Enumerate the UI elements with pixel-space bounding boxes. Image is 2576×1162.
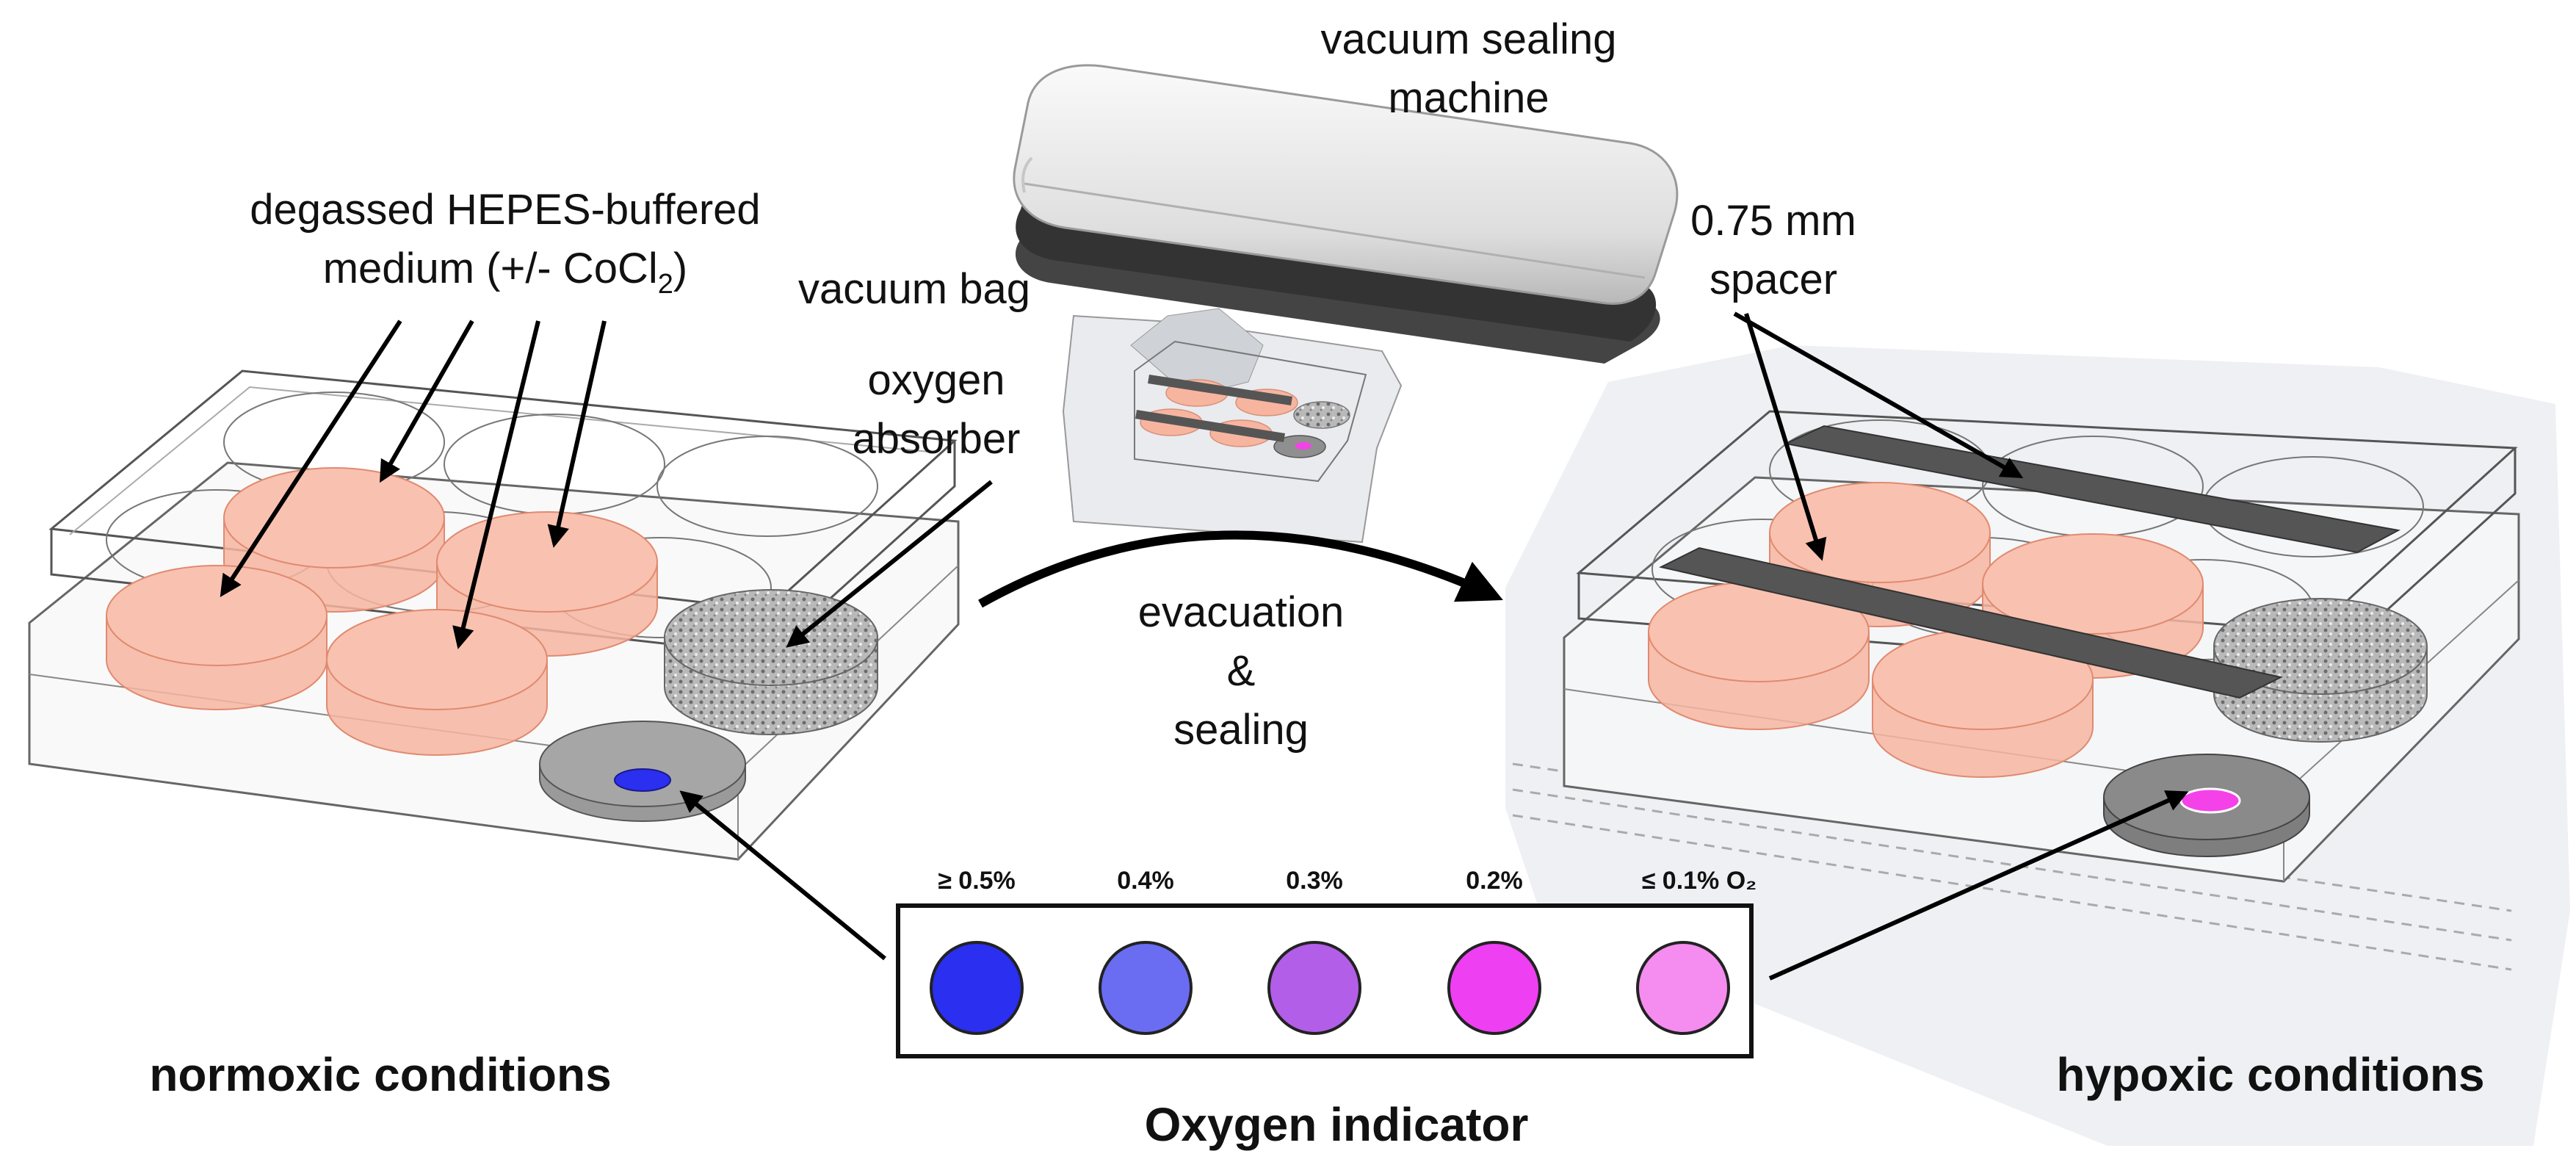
indicator-level-label: ≤ 0.1% O₂: [1642, 867, 1757, 895]
medium-label-line1: degassed HEPES-buffered: [250, 186, 760, 234]
indicator-well-normoxic: [539, 721, 746, 822]
arrow-spacer-top: [1733, 311, 2024, 478]
arrow-indicator-normoxic: [679, 790, 886, 961]
indicator-swatch: [1636, 941, 1730, 1035]
indicator-swatch: [1099, 941, 1193, 1035]
spacer-strip-bottom: [1659, 546, 2283, 699]
hypoxic-plate: [1505, 345, 2570, 1146]
well-medium-4: [326, 609, 548, 756]
arrow-medium-4: [547, 320, 607, 548]
arrow-absorber: [786, 480, 993, 648]
spacer-label-line1: 0.75 mm: [1690, 197, 1856, 245]
indicator-level-label: 0.2%: [1466, 867, 1523, 895]
arrow-medium-2: [380, 320, 474, 483]
sealer-label-line2: machine: [1388, 74, 1549, 122]
oxygen-absorber-label-line2: absorber: [853, 415, 1021, 463]
normoxic-plate: [28, 369, 960, 861]
indicator-swatch: [1447, 941, 1541, 1035]
indicator-title: Oxygen indicator: [1145, 1098, 1529, 1151]
arrow-medium-3: [452, 320, 540, 649]
indicator-swatch: [930, 941, 1024, 1035]
normoxic-label: normoxic conditions: [149, 1048, 611, 1101]
sealer-lid: [1013, 64, 1679, 305]
well-medium-3: [106, 565, 328, 710]
indicator-dot-pink: [2179, 787, 2241, 814]
vacuum-bag-label: vacuum bag: [798, 265, 1030, 313]
indicator-level-label: ≥ 0.5%: [938, 867, 1016, 895]
arrow-spacer-bottom: [1744, 313, 1827, 561]
process-label-line1: evacuation: [1138, 588, 1345, 636]
indicator-level-label: 0.4%: [1117, 867, 1174, 895]
spacer-label-line2: spacer: [1710, 256, 1837, 303]
arrow-medium-1: [220, 320, 402, 598]
well-medium-8: [1872, 629, 2094, 778]
oxygen-absorber-label-line1: oxygen: [867, 356, 1005, 404]
spacer-strip-top: [1783, 425, 2400, 554]
vacuum-sealer-machine: [1013, 64, 1679, 544]
medium-label-line2: medium (+/- CoCl2): [323, 245, 688, 300]
annotation-arrows: [220, 311, 2189, 981]
arrow-indicator-hypoxic: [1768, 790, 2189, 981]
indicator-well-hypoxic: [2103, 754, 2310, 857]
hypoxic-label: hypoxic conditions: [2056, 1048, 2484, 1101]
process-label-line3: sealing: [1173, 706, 1309, 754]
process-label-line2: &: [1227, 647, 1256, 695]
oxygen-indicator-panel: ≥ 0.5% 0.4% 0.3% 0.2% ≤ 0.1% O₂: [896, 867, 1757, 1058]
indicator-swatch: [1267, 941, 1361, 1035]
well-medium-7: [1648, 581, 1870, 730]
oxygen-absorber-well: [664, 589, 878, 735]
sealer-label-line1: vacuum sealing: [1321, 15, 1617, 63]
oxygen-absorber-well-hypoxic: [2213, 598, 2428, 743]
indicator-level-label: 0.3%: [1286, 867, 1343, 895]
process-arrow: [978, 530, 1503, 608]
indicator-dot-blue: [614, 768, 671, 792]
